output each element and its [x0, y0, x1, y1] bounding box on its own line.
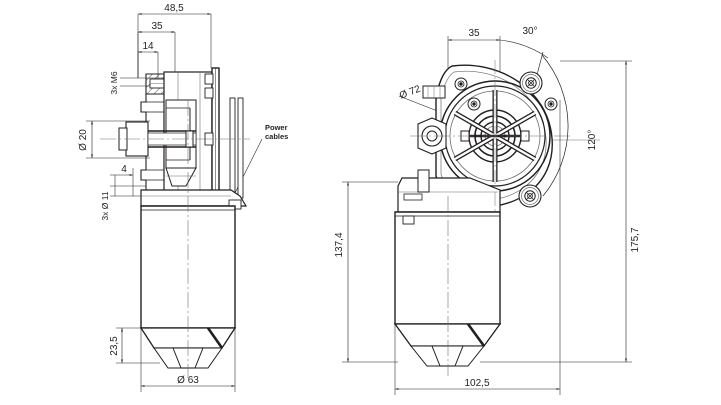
- front-view-geometry: [393, 60, 570, 376]
- dimension-48-5: 48,5: [164, 3, 184, 14]
- dimension-137-4-lines: [342, 181, 398, 363]
- small-boss-upper: [454, 77, 468, 91]
- dimension-dia63-lines: [140, 328, 236, 392]
- dimension-30-degrees: 30°: [522, 26, 537, 37]
- power-cables-label-line2: cables: [265, 132, 288, 141]
- dimension-dia20-lines: [86, 120, 150, 159]
- dimension-dia-63: Ø 63: [177, 375, 199, 386]
- small-boss-mid: [467, 97, 481, 111]
- callout-3x-dia11-leader: [110, 185, 146, 197]
- dimension-dia-20: Ø 20: [78, 129, 89, 151]
- dimension-14: 14: [142, 41, 154, 52]
- dimension-23-5-lines: [116, 327, 160, 364]
- side-view-top-dimensions: [137, 13, 212, 78]
- dimension-35-front: 35: [468, 28, 480, 39]
- dimension-102-5: 102,5: [464, 378, 489, 389]
- power-cables-label-line1: Power: [265, 123, 288, 132]
- dimension-23-5: 23,5: [109, 336, 120, 356]
- mounting-boss-bottom: [518, 184, 542, 208]
- dimension-3x-m6: 3x M6: [109, 71, 119, 94]
- dimension-4: 4: [121, 164, 127, 175]
- dimension-175-7-lines: [480, 60, 632, 363]
- dimension-137-4: 137,4: [334, 232, 345, 257]
- dimension-3x-dia-11: 3x Ø 11: [100, 191, 110, 220]
- side-view-geometry: [100, 67, 250, 378]
- side-view: 48,5 35 14 3x M6 Ø 20 4: [78, 3, 288, 392]
- dimension-35: 35: [151, 21, 163, 32]
- dimension-4-lines: [110, 168, 134, 196]
- dimension-120-degrees: 120°: [587, 130, 598, 151]
- small-boss-upper-right: [544, 97, 558, 111]
- front-view: 35 30° 120° Ø 72: [334, 26, 641, 395]
- dimension-175-7: 175,7: [630, 227, 641, 252]
- dimension-102-5-lines: [394, 100, 561, 395]
- mounting-boss-top: [519, 71, 543, 95]
